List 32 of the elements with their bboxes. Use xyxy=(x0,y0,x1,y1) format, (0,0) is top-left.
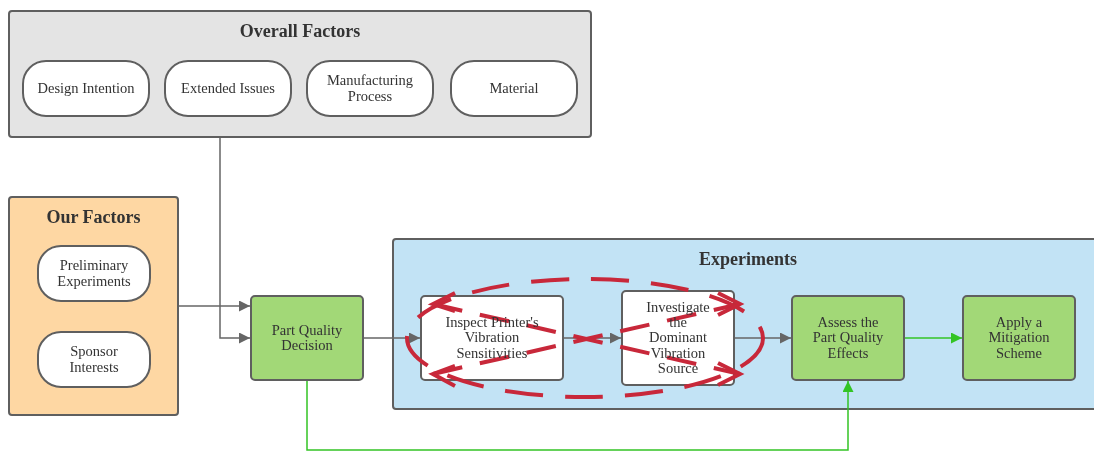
group-panel xyxy=(8,10,592,138)
rounded-box xyxy=(450,60,578,117)
node-label: Manufacturing Process xyxy=(325,73,415,104)
group-panel xyxy=(392,238,1094,410)
rounded-box xyxy=(37,331,151,388)
process-box xyxy=(621,290,735,386)
arrow xyxy=(734,332,792,344)
node-label: Design Intention xyxy=(36,80,136,97)
node-label: Part Quality Decision xyxy=(270,322,344,354)
rounded-box xyxy=(164,60,292,117)
node-label: Preliminary Experiments xyxy=(56,258,132,289)
node-label: Assess the Part Quality Effects xyxy=(811,315,885,361)
arrow xyxy=(219,137,251,344)
group-title: Our Factors xyxy=(45,208,142,227)
group-panel xyxy=(8,196,179,416)
process-box xyxy=(962,295,1076,381)
arrow xyxy=(363,332,421,344)
node-label: Material xyxy=(488,80,540,97)
group-title: Overall Factors xyxy=(238,22,362,41)
arrow xyxy=(306,380,854,451)
process-box xyxy=(420,295,564,381)
node-label: Apply a Mitigation Scheme xyxy=(987,315,1051,361)
rounded-box xyxy=(37,245,151,302)
node-label: Extended Issues xyxy=(180,80,276,97)
arrow xyxy=(904,332,963,344)
process-box xyxy=(250,295,364,381)
rounded-box xyxy=(306,60,434,117)
node-label: Sponsor Interests xyxy=(68,344,120,375)
group-title: Experiments xyxy=(698,250,798,269)
process-box xyxy=(791,295,905,381)
arrow xyxy=(178,300,251,312)
rounded-box xyxy=(22,60,150,117)
